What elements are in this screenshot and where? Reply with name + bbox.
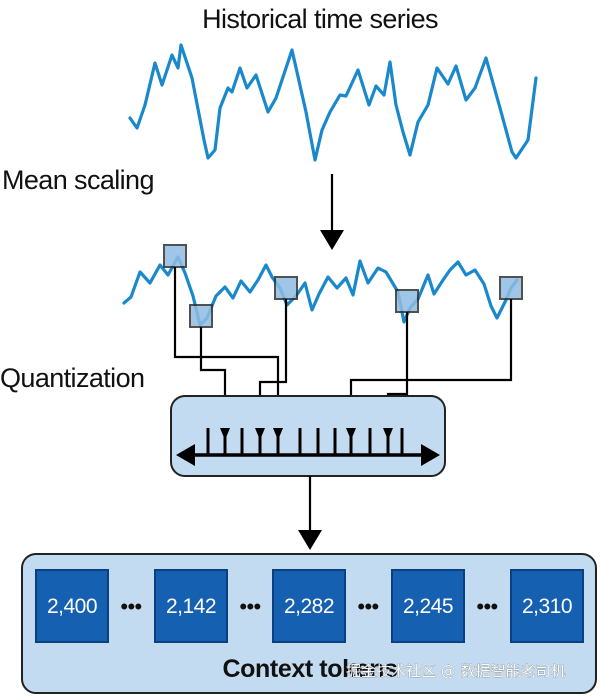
quantization-marker-4 — [395, 289, 419, 313]
bin-arrowheads — [220, 428, 393, 440]
token-box-2 — [154, 569, 228, 643]
quantization-marker-1 — [163, 244, 187, 268]
quantization-label: Quantization — [0, 363, 144, 393]
token-value-5: 2,310 — [522, 595, 572, 618]
token-ellipsis-3: ••• — [357, 594, 378, 619]
historical-series-line — [128, 43, 538, 162]
quantization-box — [170, 395, 446, 477]
quantization-wires — [173, 267, 513, 432]
token-box-5 — [510, 569, 584, 643]
token-box-1 — [35, 569, 109, 643]
token-value-4: 2,245 — [403, 595, 453, 618]
mean-scaling-label: Mean scaling — [2, 165, 154, 195]
arrow-scaling-head — [320, 230, 344, 250]
context-tokens-label: Context tokens — [223, 655, 398, 683]
token-row: 2,400 ••• 2,142 ••• 2,282 ••• 2,245 ••• … — [35, 569, 584, 643]
token-ellipsis-4: ••• — [476, 594, 497, 619]
arrow-tokens-head — [298, 530, 322, 550]
watermark: 掘金技术社区 @ 数据智能老司机 — [346, 662, 566, 680]
quantization-marker-3 — [274, 276, 298, 300]
token-box-4 — [391, 569, 465, 643]
historical-series-title: Historical time series — [202, 4, 438, 34]
quantization-marker-2 — [189, 304, 213, 328]
token-value-2: 2,142 — [166, 595, 216, 618]
quantization-marker-5 — [499, 276, 523, 300]
token-box-3 — [272, 569, 346, 643]
token-value-3: 2,282 — [284, 595, 334, 618]
token-ellipsis-2: ••• — [239, 594, 260, 619]
scaled-series-line — [122, 255, 519, 327]
token-ellipsis-1: ••• — [120, 594, 141, 619]
token-value-1: 2,400 — [47, 595, 97, 618]
